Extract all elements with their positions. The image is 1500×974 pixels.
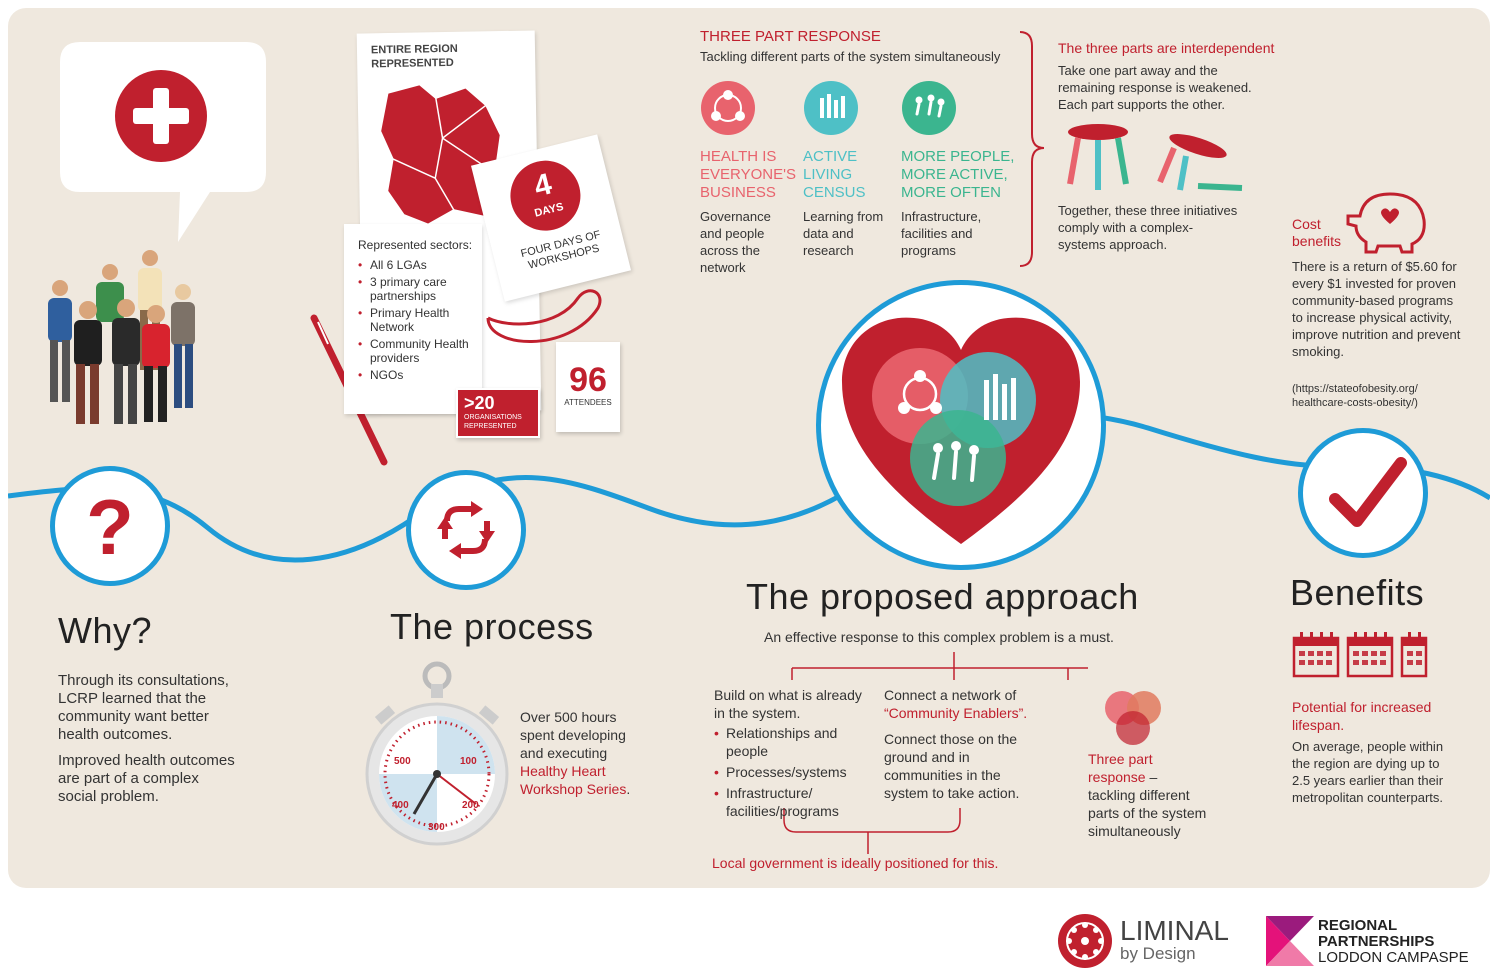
approach-title: The proposed approach (746, 576, 1139, 617)
part2-heading: ACTIVE LIVING CENSUS (803, 148, 866, 201)
list-item: NGOs (358, 368, 476, 382)
approach-mid-highlight: “Community Enablers”. (884, 705, 1028, 721)
checkmark-icon (1329, 457, 1407, 527)
stool-icon (1067, 124, 1243, 191)
list-item: Infrastructure/ facilities/programs (714, 784, 864, 820)
part2-text: Learning from data and research (803, 209, 884, 258)
stopwatch-label: 400 (392, 800, 409, 811)
approach-footer: Local government is ideally positioned f… (712, 855, 999, 871)
rp-logo-line2: PARTNERSHIPS (1318, 933, 1435, 950)
attendees-tag: 96 ATTENDEES (556, 342, 620, 432)
sectors-list: All 6 LGAs 3 primary care partnerships P… (358, 258, 476, 385)
approach-connector-lines (783, 652, 1088, 854)
process-text: Over 500 hours spent developing and exec… (520, 709, 631, 797)
why-title: Why? (58, 610, 153, 651)
list-item: Community Health providers (358, 337, 476, 365)
interdependent-text: Take one part away and the remaining res… (1058, 63, 1252, 112)
orgs-badge: >20 ORGANISATIONS REPRESENTED (456, 388, 540, 438)
piggy-bank-icon (1346, 192, 1426, 254)
stopwatch-label: 100 (460, 756, 477, 767)
process-highlight: Healthy Heart Workshop Series (520, 763, 627, 797)
list-item: Primary Health Network (358, 306, 476, 334)
calendar-icons (1292, 632, 1428, 678)
speech-bubble (60, 42, 266, 242)
three-part-title: THREE PART RESPONSE (700, 28, 881, 45)
approach-subtitle: An effective response to this complex pr… (764, 629, 1114, 645)
lanyard-loop (486, 289, 602, 343)
stopwatch-label: 500 (394, 756, 411, 767)
benefits-title: Benefits (1290, 572, 1425, 613)
approach-right-text: Three part response – tackling different… (1088, 751, 1207, 839)
refresh-cycle-icon (437, 501, 495, 559)
together-text: Together, these three initiatives comply… (1058, 203, 1238, 252)
stopwatch-icon: 500 100 400 200 300 (365, 661, 509, 846)
approach-mid-intro: Connect a network of (884, 687, 1017, 703)
heart-venn-icon (842, 317, 1080, 544)
approach-right-highlight: Three part response (1088, 751, 1153, 785)
why-paragraph-2: Improved health outcomes are part of a c… (58, 752, 235, 805)
regional-partnerships-logo-icon (1266, 916, 1314, 966)
days-badge: 4 DAYS (503, 153, 588, 239)
list-item: Processes/systems (714, 763, 864, 781)
brace-divider (1019, 31, 1045, 267)
sectors-card: Represented sectors: All 6 LGAs 3 primar… (344, 224, 482, 414)
process-title: The process (390, 606, 594, 647)
part3-text: Infrastructure, facilities and programs (901, 209, 982, 258)
running-people-icon (902, 81, 956, 135)
people-network-icon (701, 81, 755, 135)
approach-left-list: Relationships and people Processes/syste… (714, 724, 864, 823)
why-circle: ? (50, 466, 170, 586)
rp-logo-line3: LODDON CAMPASPE (1318, 949, 1469, 966)
part1-text: Governance and people across the network (700, 209, 771, 275)
map-title: ENTIRE REGION REPRESENTED (370, 42, 458, 71)
part1-heading: HEALTH IS EVERYONE'S BUSINESS (700, 148, 796, 201)
bar-chart-icon (804, 81, 858, 135)
timeline-wave (8, 411, 1490, 563)
venn-small-icon (1105, 691, 1161, 745)
cost-source: (https://stateofobesity.org/ healthcare-… (1292, 383, 1418, 409)
sectors-title: Represented sectors: (358, 238, 473, 252)
process-circle (406, 470, 526, 590)
list-item: 3 primary care partnerships (358, 275, 476, 303)
days-caption: FOUR DAYS OF WORKSHOPS (519, 228, 602, 272)
benefits-text: On average, people within the region are… (1292, 739, 1444, 805)
approach-left-intro: Build on what is already in the system. (714, 687, 862, 721)
three-part-subtitle: Tackling different parts of the system s… (700, 49, 1001, 64)
list-item: Relationships and people (714, 724, 864, 760)
approach-mid-text: Connect those on the ground and in commu… (884, 731, 1020, 801)
interdependent-title: The three parts are interdependent (1058, 40, 1275, 56)
benefits-circle (1298, 428, 1428, 558)
why-paragraph-1: Through its consultations, LCRP learned … (58, 672, 229, 743)
people-group-illustration (48, 250, 195, 424)
list-item: All 6 LGAs (358, 258, 476, 272)
liminal-logo-name: LIMINAL (1120, 915, 1229, 946)
infographic-panel: ENTIRE REGION REPRESENTED Represented se… (8, 8, 1490, 888)
cost-text: There is a return of $5.60 for every $1 … (1292, 259, 1461, 359)
cost-title: Cost benefits (1292, 216, 1342, 249)
benefits-highlight: Potential for increased lifespan. (1292, 699, 1432, 733)
liminal-logo-icon (1058, 914, 1112, 968)
part3-heading: MORE PEOPLE, MORE ACTIVE, MORE OFTEN (901, 148, 1015, 201)
question-mark-icon: ? (86, 483, 134, 571)
rp-logo-line1: REGIONAL (1318, 917, 1398, 934)
liminal-logo-sub: by Design (1120, 944, 1196, 963)
stopwatch-label: 200 (462, 800, 479, 811)
stopwatch-label: 300 (428, 822, 445, 833)
